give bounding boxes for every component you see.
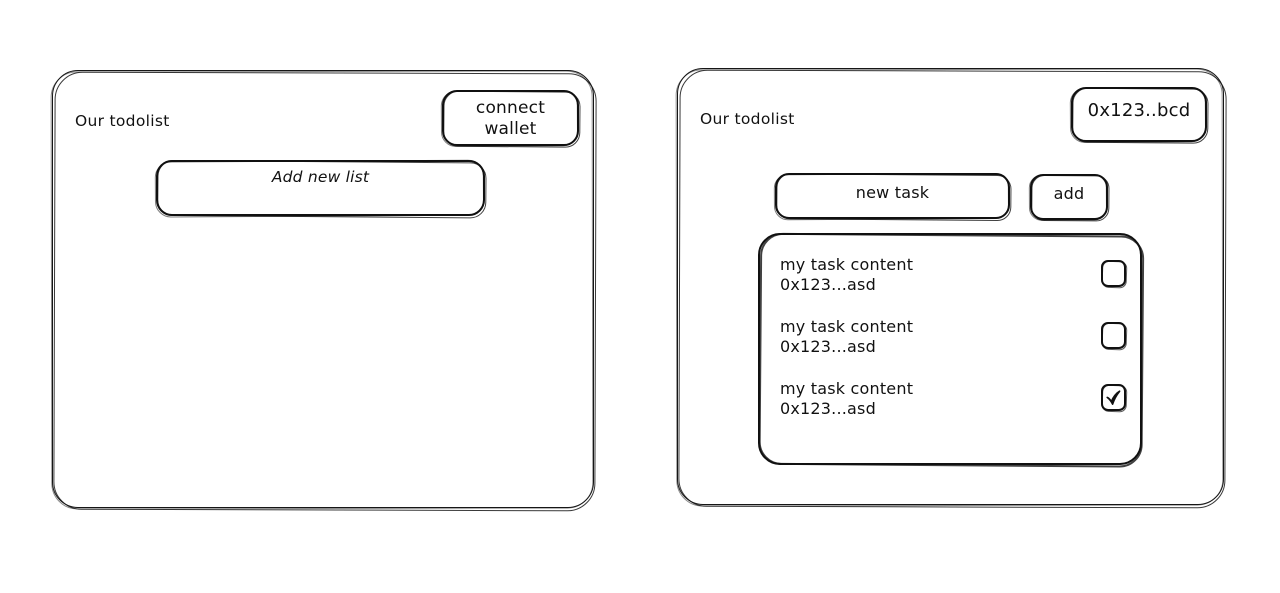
task-content: my task content — [780, 379, 914, 398]
checkbox-border-sketch — [1101, 322, 1128, 351]
checkbox-border-sketch — [1101, 260, 1128, 289]
task-checkbox[interactable] — [1101, 322, 1128, 351]
task-owner-address: 0x123...asd — [780, 337, 876, 357]
connect-wallet-label: connect wallet — [475, 98, 546, 139]
task-content: my task content — [780, 255, 914, 274]
task-checkbox[interactable] — [1101, 260, 1128, 289]
panel-border — [677, 68, 1224, 505]
todolist-panel-disconnected: Our todolist connect wallet Add new list — [50, 70, 597, 512]
wallet-address-label: 0x123..bcd — [1087, 100, 1191, 121]
add-new-list-button[interactable]: Add new list — [154, 159, 487, 219]
task-checkbox-checked[interactable] — [1101, 384, 1128, 413]
new-task-placeholder: new task — [855, 183, 930, 202]
task-owner-address: 0x123...asd — [780, 399, 876, 419]
wallet-address-badge[interactable]: 0x123..bcd — [1069, 87, 1209, 144]
add-task-button[interactable]: add — [1028, 174, 1110, 222]
new-task-input[interactable]: new task — [773, 172, 1012, 222]
page-title: Our todolist — [75, 112, 170, 130]
checkbox-border — [1101, 260, 1126, 287]
add-task-label: add — [1053, 184, 1085, 203]
connect-wallet-button[interactable]: connect wallet — [440, 90, 581, 148]
task-content: my task content — [780, 317, 914, 336]
checkmark-icon — [1101, 384, 1126, 411]
add-new-list-label: Add new list — [271, 168, 370, 186]
page-title: Our todolist — [700, 110, 795, 128]
checkbox-border — [1101, 322, 1126, 349]
checkbox-border — [1101, 384, 1126, 411]
task-owner-address: 0x123...asd — [780, 275, 876, 295]
panel-border — [52, 70, 594, 508]
todolist-panel-connected: Our todolist 0x123..bcd new task add my … — [675, 68, 1227, 509]
